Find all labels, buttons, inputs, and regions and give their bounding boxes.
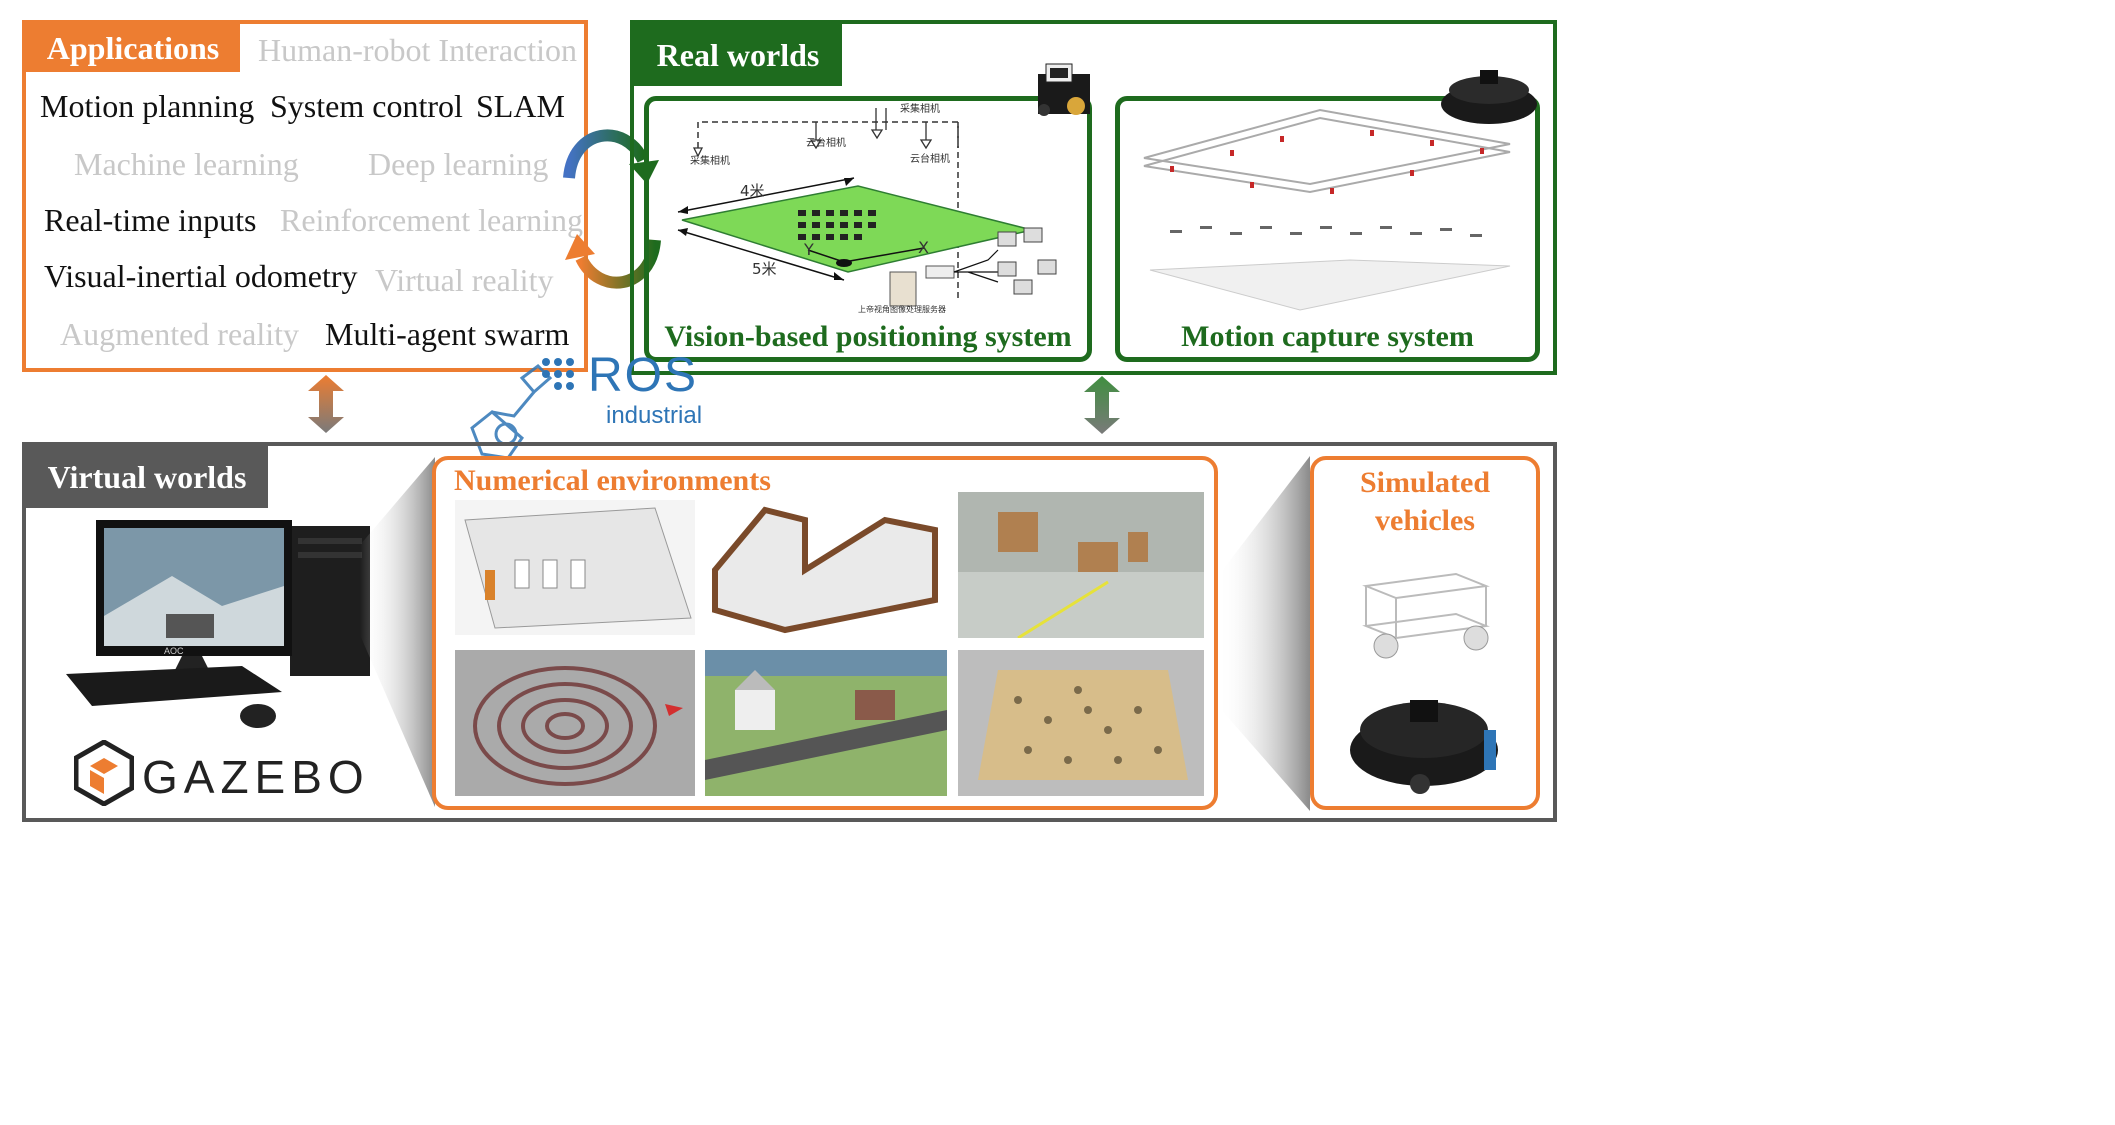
applications-panel bbox=[22, 20, 588, 372]
bidirectional-arrow-icon bbox=[308, 375, 344, 433]
zoom-projection-shape bbox=[360, 457, 435, 807]
real-worlds-panel bbox=[630, 20, 1557, 375]
gazebo-logo-icon bbox=[74, 740, 134, 806]
mocap-system-title: Motion capture system bbox=[1181, 320, 1474, 353]
dimension-4m-label: 4米 bbox=[740, 182, 765, 200]
mocap-system-panel bbox=[1115, 96, 1540, 362]
vision-system-diagram bbox=[677, 108, 1057, 307]
monitor-brand-label: AOC bbox=[164, 646, 184, 656]
numerical-environments-title: Numerical environments bbox=[454, 464, 771, 497]
environment-thumbnail-indoor bbox=[455, 500, 695, 635]
simulated-vehicles-panel bbox=[1310, 456, 1540, 810]
app-term-real-time-inputs: Real-time inputs bbox=[44, 202, 257, 238]
camera-label: 云台相机 bbox=[910, 154, 950, 165]
camera-label: 采集相机 bbox=[690, 156, 730, 167]
simulated-vehicles-title-line1: Simulated bbox=[1359, 466, 1491, 499]
environment-thumbnail-town bbox=[705, 650, 947, 796]
app-term-visual-inertial-odometry: Visual-inertial odometry bbox=[44, 258, 358, 294]
environment-thumbnail-warehouse bbox=[958, 492, 1204, 638]
mocap-diagram bbox=[1143, 108, 1511, 311]
app-term-system-control: System control bbox=[270, 88, 463, 124]
applications-tab: Applications bbox=[26, 24, 240, 72]
ros-industrial-subtext: industrial bbox=[606, 402, 703, 429]
simulated-turtlebot-icon bbox=[1350, 700, 1498, 794]
dimension-5m-label: 5米 bbox=[752, 260, 777, 278]
robot-icon bbox=[1441, 70, 1537, 124]
environment-thumbnail-forest bbox=[958, 650, 1204, 796]
app-term-slam: SLAM bbox=[476, 88, 565, 124]
app-term-motion-planning: Motion planning bbox=[40, 88, 255, 124]
ros-dots-icon bbox=[542, 358, 574, 390]
robot-swarm-icon bbox=[798, 210, 876, 240]
app-term-reinforcement-learning: Reinforcement learning bbox=[280, 202, 583, 238]
axis-y-label: Y bbox=[804, 240, 814, 259]
real-worlds-tab: Real worlds bbox=[634, 24, 842, 86]
app-term-human-robot-interaction: Human-robot Interaction bbox=[258, 32, 577, 68]
numerical-environments-panel bbox=[432, 456, 1218, 810]
app-term-machine-learning: Machine learning bbox=[74, 146, 299, 182]
app-term-virtual-reality: Virtual reality bbox=[375, 262, 554, 298]
vision-system-panel bbox=[644, 96, 1092, 362]
ros-logo-text: ROS bbox=[588, 349, 699, 402]
app-term-deep-learning: Deep learning bbox=[368, 146, 549, 182]
camera-icon bbox=[692, 108, 933, 158]
axis-x-label: X bbox=[918, 238, 929, 257]
environment-thumbnail-house bbox=[705, 500, 945, 635]
computer-icon bbox=[997, 227, 1057, 295]
gazebo-logo-text: GAZEBO bbox=[142, 751, 370, 803]
drone-swarm-icon bbox=[1170, 226, 1482, 237]
zoom-projection-shape bbox=[1218, 456, 1310, 811]
virtual-worlds-panel bbox=[22, 442, 1557, 822]
simulated-vehicles-title-line2: vehicles bbox=[1375, 504, 1475, 537]
app-term-augmented-reality: Augmented reality bbox=[60, 316, 300, 352]
camera-label: 采集相机 bbox=[900, 104, 940, 115]
camera-label: 云台相机 bbox=[806, 138, 846, 149]
vision-system-title: Vision-based positioning system bbox=[664, 320, 1072, 353]
virtual-worlds-tab: Virtual worlds bbox=[26, 446, 268, 508]
simulated-robot-frame-icon bbox=[1362, 572, 1490, 659]
bidirectional-arrow-icon bbox=[1084, 376, 1120, 434]
robot-icon bbox=[1038, 63, 1090, 116]
app-term-multi-agent-swarm: Multi-agent swarm bbox=[325, 316, 570, 352]
server-label: 上帝视角图像处理服务器 bbox=[858, 305, 946, 314]
environment-thumbnail-maze bbox=[455, 650, 695, 796]
desktop-computer-icon bbox=[66, 520, 370, 728]
